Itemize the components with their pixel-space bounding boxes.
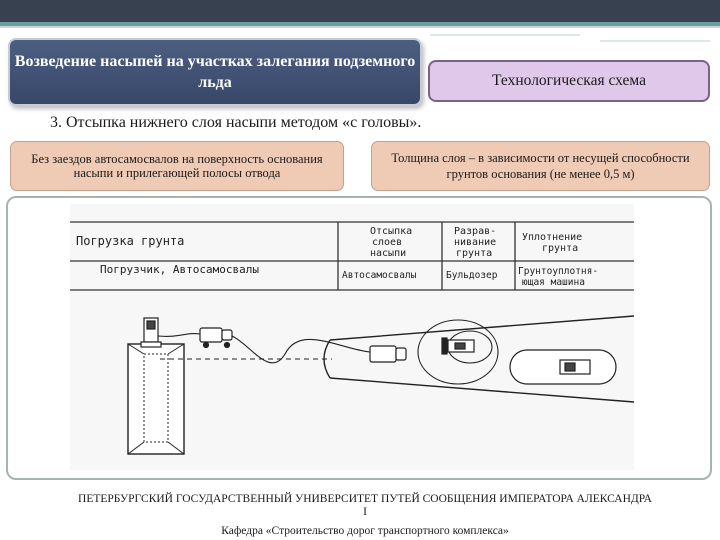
footer-university-line-a: ПЕТЕРБУРГСКИЙ ГОСУДАРСТВЕННЫЙ УНИВЕРСИТЕ… <box>78 493 652 505</box>
col3-header-line1: Разрав- <box>454 226 496 237</box>
col3-header-line2: нивание <box>454 237 496 248</box>
slide-subheading: 3. Отсыпка нижнего слоя насыпи методом «… <box>50 114 422 131</box>
footer-university-line-b: I <box>363 506 367 518</box>
col2-header-line1: Отсыпка <box>370 226 412 237</box>
haul-route-line <box>157 333 371 364</box>
note-box-left: Без заездов автосамосвалов на поверхност… <box>10 141 344 191</box>
footer-department: Кафедра «Строительство дорог транспортно… <box>221 525 509 537</box>
note-left-text: Без заездов автосамосвалов на поверхност… <box>31 151 323 181</box>
slide-title-box: Возведение насыпей на участках залегания… <box>8 38 422 106</box>
note-right-text: Толщина слоя – в зависимости от несущей … <box>391 151 690 181</box>
embankment-outline <box>160 315 634 403</box>
col2-machine: Автосамосвалы <box>342 270 417 281</box>
slide-tag: Технологическая схема <box>492 72 646 89</box>
scheme-table-grid <box>70 221 634 291</box>
footer-university: ПЕТЕРБУРГСКИЙ ГОСУДАРСТВЕННЫЙ УНИВЕРСИТЕ… <box>20 493 710 519</box>
compactor-icon <box>509 349 617 385</box>
col4-machine-line1: Грунтоуплотня- <box>518 266 598 277</box>
note-box-right: Толщина слоя – в зависимости от несущей … <box>371 141 710 191</box>
col3-machine: Бульдозер <box>446 270 498 281</box>
technological-scheme-drawing: Погрузка грунта Погрузчик, Автосамосвалы… <box>70 204 634 470</box>
decorative-line <box>430 34 580 36</box>
decorative-line <box>600 40 710 42</box>
col1-machine: Погрузчик, Автосамосвалы <box>100 263 259 276</box>
header-bar <box>0 0 720 22</box>
unloading-truck-icon <box>369 345 407 363</box>
col2-header-line2: слоев <box>372 237 402 248</box>
col2-header-line3: насыпи <box>370 248 406 259</box>
col3-header-line3: грунта <box>456 248 492 259</box>
loading-area <box>127 343 185 455</box>
slide-title: Возведение насыпей на участках залегания… <box>14 53 416 91</box>
dump-truck-icon <box>199 327 233 349</box>
header-accent-stripe-light <box>0 26 720 28</box>
col4-header-line1: Уплотнение <box>522 232 582 243</box>
col4-header-line2: грунта <box>542 243 578 254</box>
loader-icon <box>140 317 162 348</box>
bulldozer-icon <box>441 337 475 355</box>
header-accent-stripe <box>0 22 720 26</box>
col4-machine-line2: ющая машина <box>522 277 585 288</box>
slide-tag-box: Технологическая схема <box>428 60 710 102</box>
col1-header: Погрузка грунта <box>76 234 184 248</box>
